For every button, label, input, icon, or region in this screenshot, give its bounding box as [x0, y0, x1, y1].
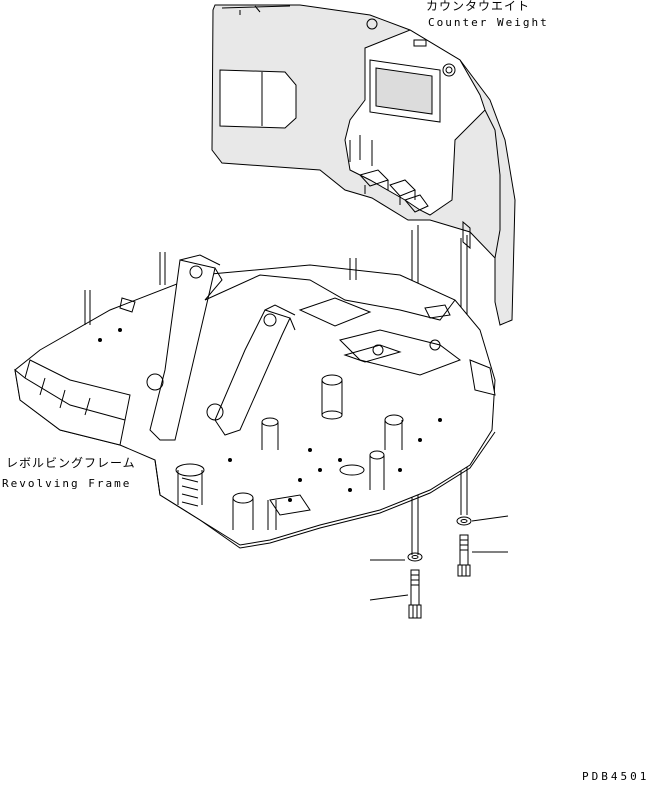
frame-holes	[98, 328, 442, 502]
counter-weight-recess	[219, 69, 297, 129]
fasteners	[369, 515, 509, 619]
washer-left	[407, 552, 423, 562]
frame-columns	[84, 252, 404, 530]
spring-assembly	[175, 463, 205, 507]
revolving-frame-plate	[14, 264, 496, 546]
washer-right	[456, 516, 472, 526]
counter-weight-label-jp: カウンタウエイト	[426, 0, 531, 13]
counter-weight	[211, 4, 516, 326]
drawing-code: PDB4501	[582, 770, 650, 783]
left-frame-arm	[14, 368, 126, 446]
revolving-frame-label-en: Revolving Frame	[2, 477, 132, 490]
boom-bracket-right	[214, 309, 291, 436]
revolving-frame-label-jp: レボルビングフレーム	[6, 456, 136, 470]
counter-weight-label-en: Counter Weight	[428, 16, 549, 29]
revolving-frame	[14, 252, 496, 549]
